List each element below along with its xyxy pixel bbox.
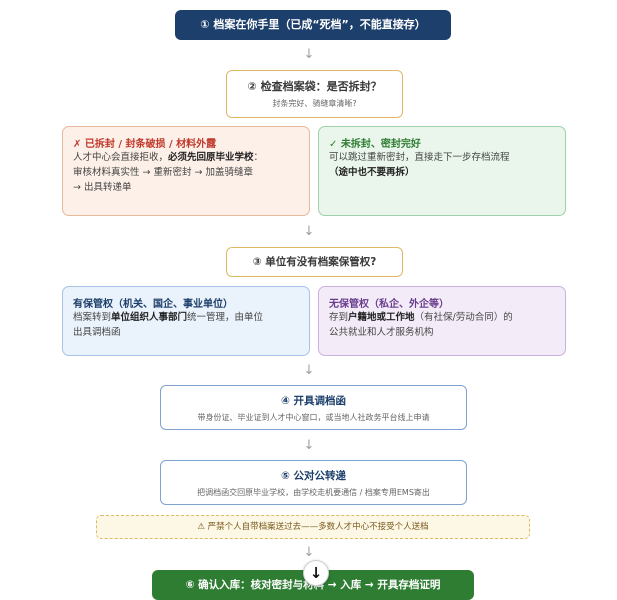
branch-opened-heading: ✗ 已拆封 / 封条破损 / 材料外露 [73, 139, 217, 150]
step-4-title: ④ 开具调档函 [280, 395, 347, 407]
scroll-down-button[interactable]: ↓ [303, 560, 329, 586]
branch-no-right-line-2: 公共就业和人才服务机构 [329, 327, 434, 338]
branch-opened-line-1: 人才中心会直接拒收，必须先回原毕业学校： [73, 150, 299, 165]
warning-text: ⚠ 严禁个人自带档案送过去——多数人才中心不接受个人送档 [197, 522, 429, 532]
step-4-box: ④ 开具调档函 带身份证、毕业证到人才中心窗口，或当地人社政务平台线上申请 [160, 385, 467, 430]
branch-no-right-line-1c: （有社保/劳动合同）的 [414, 312, 513, 323]
arrow-down-icon: ↓ [303, 224, 315, 239]
branch-no-right-line-1b: 户籍地或工作地 [348, 312, 415, 323]
branch-sealed-heading: ✓ 未拆封、密封完好 [329, 139, 421, 150]
branch-has-right-box: 有保管权（机关、国企、事业单位） 档案转到单位组织人事部门统一管理，由单位 出具… [62, 286, 310, 356]
step-5-subtitle: 把调档函交回原毕业学校，由学校走机要通信 / 档案专用EMS寄出 [197, 488, 430, 497]
step-2-subtitle: 封条完好、骑缝章清晰? [272, 99, 357, 108]
step-5-title: ⑤ 公对公转递 [280, 470, 347, 482]
step-1-label: ① 档案在你手里（已成“死档”，不能直接存） [200, 18, 426, 31]
branch-no-right-heading: 无保管权（私企、外企等） [329, 299, 449, 310]
arrow-down-icon: ↓ [303, 545, 315, 560]
branch-opened-line-1b: 必须先回原毕业学校 [168, 152, 254, 163]
branch-opened-line-2: 审核材料真实性 → 重新密封 → 加盖骑缝章 [73, 167, 253, 178]
arrow-down-icon: ↓ [303, 363, 315, 378]
branch-has-right-line-1a: 档案转到 [73, 312, 112, 323]
step-5-box: ⑤ 公对公转递 把调档函交回原毕业学校，由学校走机要通信 / 档案专用EMS寄出 [160, 460, 467, 505]
branch-sealed-line-1: 可以跳过重新密封，直接走下一步存档流程 [329, 152, 510, 163]
step-4-subtitle: 带身份证、毕业证到人才中心窗口，或当地人社政务平台线上申请 [197, 413, 430, 422]
arrow-down-icon: ↓ [303, 438, 315, 453]
branch-has-right-line-2: 出具调档函 [73, 327, 121, 338]
branch-has-right-line-1: 档案转到单位组织人事部门统一管理，由单位 [73, 310, 299, 325]
branch-opened-line-3: → 出具转递单 [73, 182, 132, 193]
step-2-title: ② 检查档案袋：是否拆封？ [247, 80, 382, 93]
branch-has-right-heading: 有保管权（机关、国企、事业单位） [73, 299, 233, 310]
branch-opened-line-1c: ： [253, 152, 264, 163]
branch-opened-box: ✗ 已拆封 / 封条破损 / 材料外露 人才中心会直接拒收，必须先回原毕业学校：… [62, 126, 310, 216]
arrow-down-icon: ↓ [303, 47, 315, 62]
step-3-title: ③ 单位有没有档案保管权? [252, 256, 377, 268]
branch-has-right-line-1b: 单位组织人事部门 [111, 312, 188, 323]
step-1-box: ① 档案在你手里（已成“死档”，不能直接存） [175, 10, 451, 40]
branch-has-right-line-1c: 统一管理，由单位 [187, 312, 264, 323]
arrow-down-icon: ↓ [309, 564, 323, 582]
step-2-box: ② 检查档案袋：是否拆封？ 封条完好、骑缝章清晰? [226, 70, 403, 118]
branch-no-right-line-1a: 存到 [329, 312, 349, 323]
branch-no-right-box: 无保管权（私企、外企等） 存到户籍地或工作地（有社保/劳动合同）的 公共就业和人… [318, 286, 566, 356]
step-3-box: ③ 单位有没有档案保管权? [226, 247, 403, 277]
branch-no-right-line-1: 存到户籍地或工作地（有社保/劳动合同）的 [329, 310, 555, 325]
warning-banner: ⚠ 严禁个人自带档案送过去——多数人才中心不接受个人送档 [96, 515, 530, 539]
branch-opened-line-1a: 人才中心会直接拒收， [73, 152, 169, 163]
branch-sealed-box: ✓ 未拆封、密封完好 可以跳过重新密封，直接走下一步存档流程 （途中也不要再拆） [318, 126, 566, 216]
branch-sealed-line-2: （途中也不要再拆） [329, 167, 415, 178]
